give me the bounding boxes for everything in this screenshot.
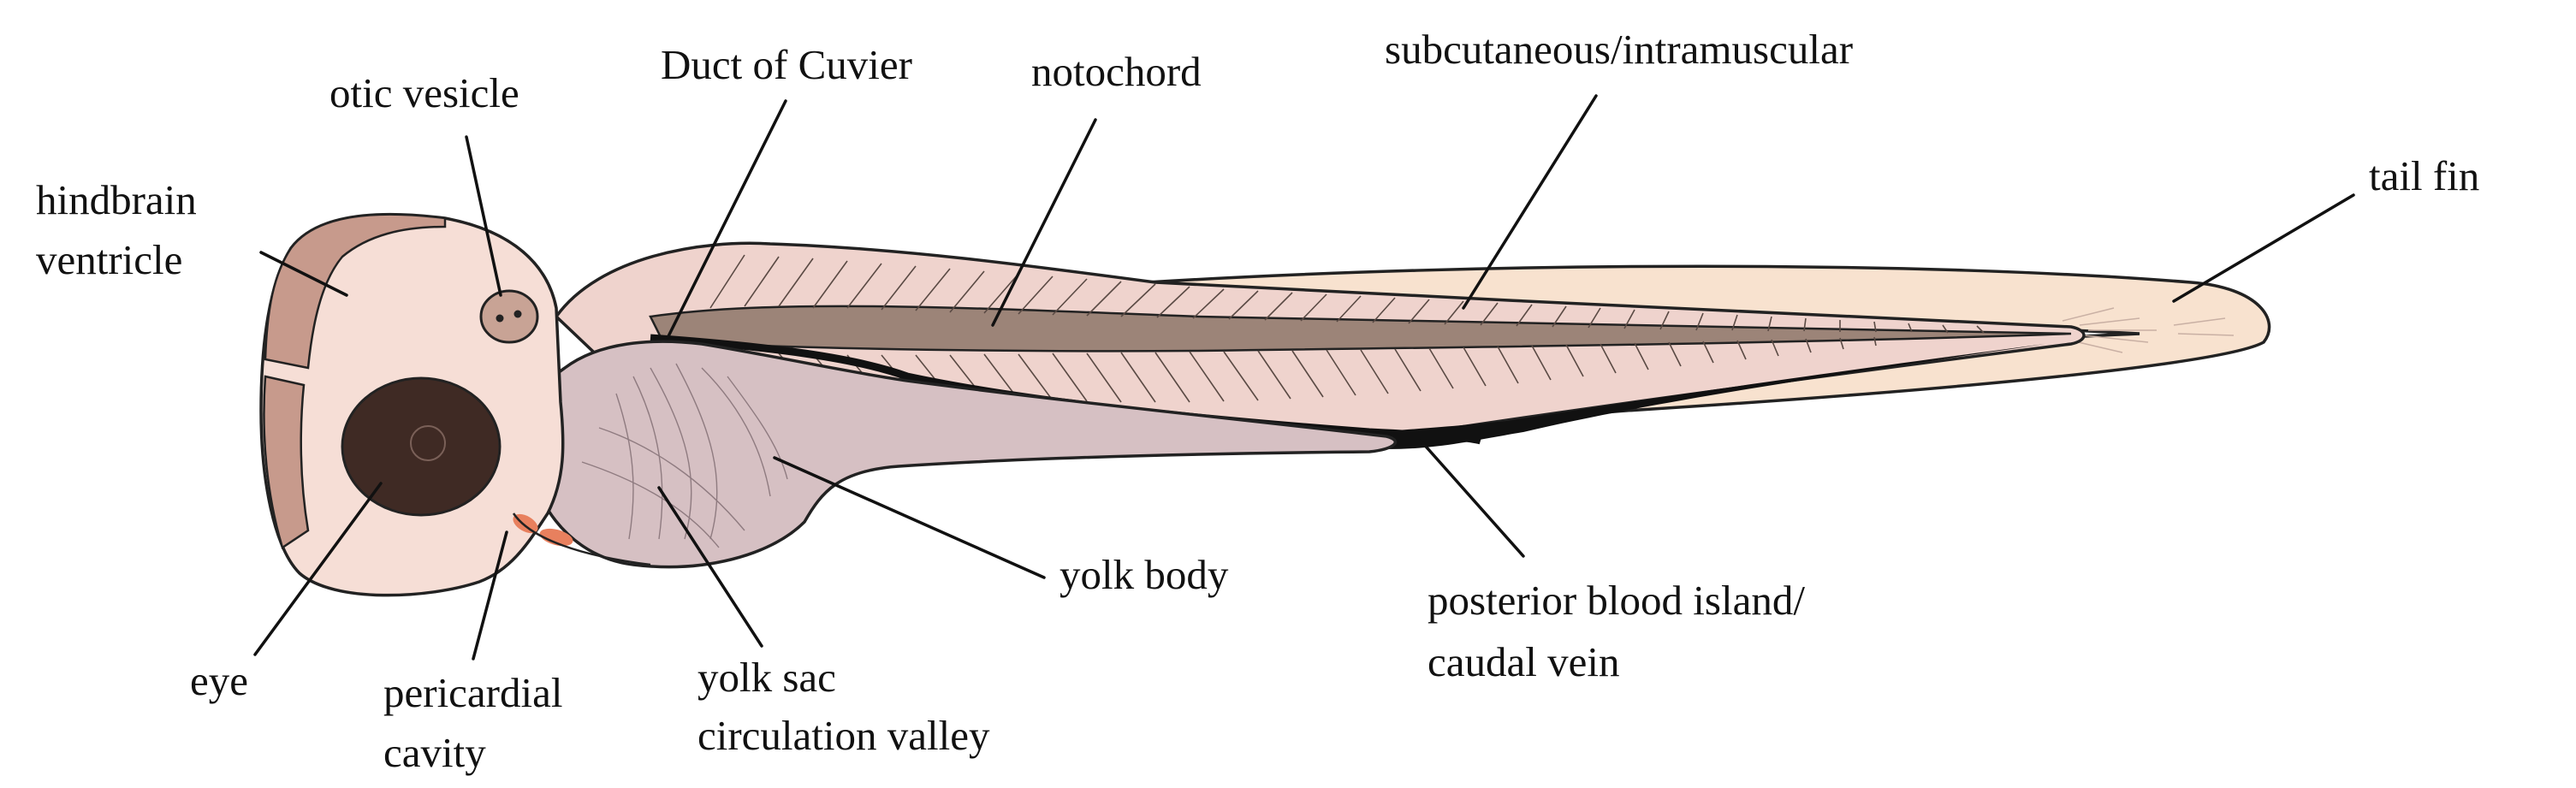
leader-eye [253,482,383,656]
label-yolk-sac-line1: yolk sac [697,654,836,701]
leader-yolk-sac [657,486,763,648]
label-yolk-sac-line2: circulation valley [697,712,990,759]
leader-posterior-blood-island [1419,439,1525,558]
pericardial-outline [512,512,651,566]
leader-duct-of-cuvier [666,99,787,340]
leader-subcutaneous [1462,94,1598,310]
label-otic-vesicle: otic vesicle [329,69,519,116]
pericardial-spot-lower [539,528,573,547]
label-hindbrain-line1: hindbrain [36,176,197,223]
notochord [649,305,2072,353]
label-yolk-body: yolk body [1059,551,1229,598]
label-posterior-line1: posterior blood island/ [1427,577,1805,624]
label-tail-fin: tail fin [2369,152,2479,199]
dorsal-muscle-striations [709,254,1985,334]
label-hindbrain-line2: ventricle [36,236,182,283]
label-subcutaneous: subcutaneous/intramuscular [1385,26,1853,73]
eye-shape [341,376,502,517]
label-posterior-line2: caudal vein [1427,638,1619,685]
posterior-blood-island [1369,344,2045,449]
pericardial-spot-upper [513,513,538,534]
leader-notochord [991,118,1097,327]
hindbrain-lower-band [263,375,310,549]
label-notochord: notochord [1031,48,1202,95]
leader-yolk-body [773,456,1046,579]
otic-vesicle-shape [479,289,539,344]
eye-lens [410,425,446,461]
yolk-striations [581,363,788,548]
leader-pericardial [472,530,508,661]
leader-hindbrain [259,251,348,297]
label-eye: eye [190,657,248,704]
hindbrain-ventricle [264,213,447,370]
otolith-right [513,310,522,318]
otolith-left [496,314,504,323]
label-pericardial-line2: cavity [383,729,486,776]
leader-tail-fin [2172,193,2355,303]
label-pericardial-line1: pericardial [383,669,562,716]
label-duct-of-cuvier: Duct of Cuvier [661,41,912,88]
leader-otic-vesicle [465,135,502,297]
